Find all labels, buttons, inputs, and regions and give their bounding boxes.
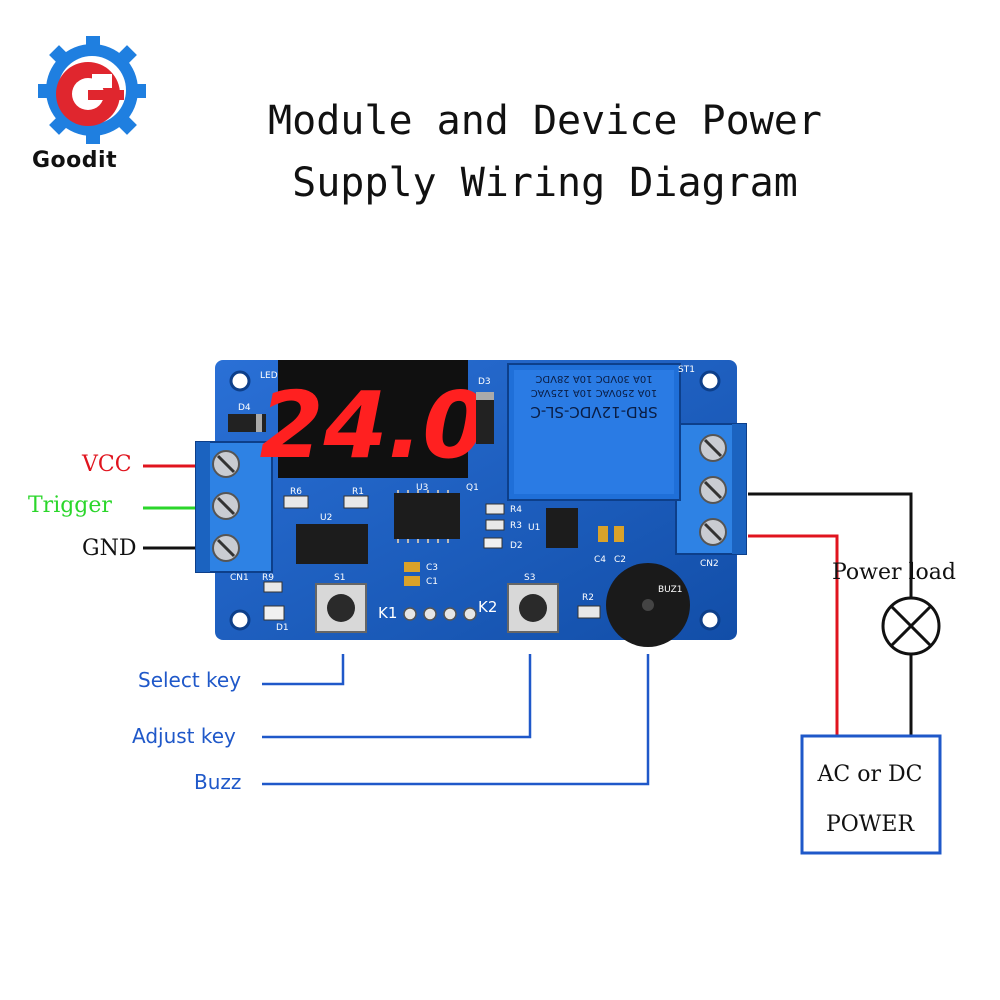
svg-text:K1: K1 [378, 604, 397, 622]
adjust-key-line [262, 654, 532, 739]
svg-text:R1: R1 [352, 487, 364, 497]
svg-text:C1: C1 [426, 577, 438, 587]
svg-text:ST1: ST1 [678, 365, 695, 375]
adjust-key-label: Adjust key [132, 724, 236, 748]
relay [507, 363, 681, 501]
diode-d3 [476, 392, 494, 444]
buzz-label: Buzz [194, 770, 242, 794]
svg-text:C4: C4 [594, 555, 606, 565]
svg-text:D4: D4 [238, 403, 251, 413]
svg-text:K2: K2 [478, 598, 497, 616]
svg-text:CN1: CN1 [230, 573, 249, 583]
buzzer [606, 563, 690, 647]
svg-text:LED: LED [260, 371, 278, 381]
relay-markings: SRD-12VDC-SL-C 10A 250VAC 10A 125VAC 10A… [530, 373, 657, 421]
svg-text:S3: S3 [524, 573, 535, 583]
chip-u1 [546, 508, 578, 548]
vcc-label: VCC [82, 452, 132, 477]
terminal-block-cn2 [675, 423, 747, 555]
brand-name: Goodit [32, 148, 118, 173]
svg-text:R3: R3 [510, 521, 522, 531]
chip-u3 [394, 493, 460, 539]
svg-text:Q1: Q1 [466, 483, 479, 493]
title-line-2: Supply Wiring Diagram [292, 160, 798, 206]
svg-text:C2: C2 [614, 555, 626, 565]
svg-text:D3: D3 [478, 377, 491, 387]
select-key-line [262, 654, 345, 686]
mounting-holes [229, 370, 721, 631]
chip-u2 [296, 524, 368, 564]
svg-text:D1: D1 [276, 623, 289, 633]
buzz-line [262, 654, 650, 786]
power-box [800, 734, 942, 855]
display-digits: 24.0 [260, 372, 487, 479]
svg-text:U2: U2 [320, 513, 332, 523]
svg-text:R4: R4 [510, 505, 522, 515]
svg-text:R2: R2 [582, 593, 594, 603]
svg-text:R9: R9 [262, 573, 274, 583]
gnd-label: GND [82, 536, 137, 561]
k-labels: K1 K2 [378, 598, 497, 622]
svg-text:S1: S1 [334, 573, 345, 583]
relay-model-text: SRD-12VDC-SL-C [530, 403, 657, 421]
power-wire [748, 534, 839, 736]
goodit-logo [38, 36, 146, 144]
k-jumper-pads [403, 607, 477, 621]
power-load-label: Power load [832, 560, 956, 585]
terminal-block-cn1 [195, 441, 273, 573]
lamp-icon [881, 596, 941, 656]
silkscreen-labels: LED D4 D3 ST1 Q1 U3 R6 R1 U2 R4 R3 U1 D2… [230, 365, 719, 633]
select-key-label: Select key [138, 668, 242, 692]
load-wire [748, 492, 913, 598]
svg-text:R6: R6 [290, 487, 302, 497]
svg-text:CN2: CN2 [700, 559, 719, 569]
power-line-2: POWER [825, 812, 915, 837]
select-button-s1 [315, 583, 367, 633]
relay-rating-dc-text: 10A 30VDC 10A 28VDC [535, 373, 652, 384]
power-line-1: AC or DC [817, 762, 923, 787]
relay-rating-ac-text: 10A 250VAC 10A 125VAC [531, 387, 658, 398]
svg-text:BUZ1: BUZ1 [658, 585, 683, 595]
svg-text:U3: U3 [416, 483, 428, 493]
title-line-1: Module and Device Power [268, 98, 822, 144]
svg-text:D2: D2 [510, 541, 523, 551]
adjust-button-s3 [507, 583, 559, 633]
svg-text:U1: U1 [528, 523, 540, 533]
seven-segment-display [278, 360, 468, 478]
trigger-label: Trigger [28, 493, 112, 518]
svg-text:C3: C3 [426, 563, 438, 573]
